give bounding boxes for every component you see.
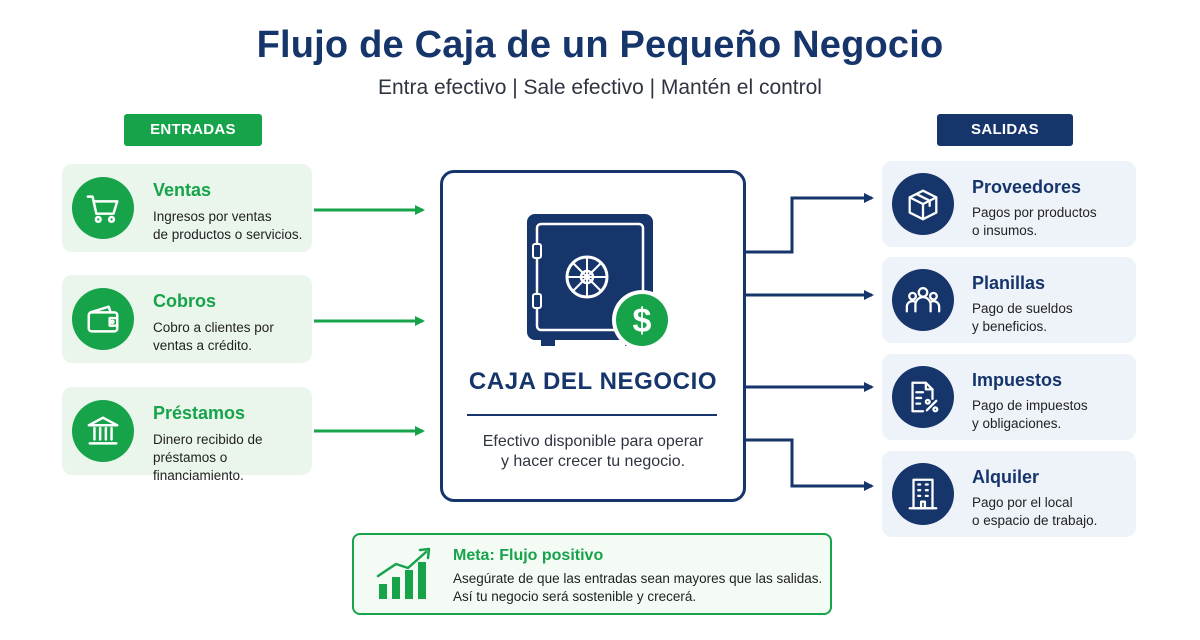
card-desc: Pagos por productos o insumos. bbox=[972, 205, 1097, 238]
arrow-proveedores bbox=[745, 193, 874, 254]
center-desc: Efectivo disponible para operar y hacer … bbox=[482, 433, 704, 470]
card-planillas: Planillas Pago de sueldos y beneficios. bbox=[882, 257, 1136, 343]
wallet-icon bbox=[72, 288, 134, 350]
goal-title: Meta: Flujo positivo bbox=[453, 547, 604, 564]
center-divider bbox=[467, 414, 717, 416]
shopping-cart-icon bbox=[72, 177, 134, 239]
salidas-label: SALIDAS bbox=[937, 114, 1073, 146]
card-prestamos: Préstamos Dinero recibido de préstamos o… bbox=[62, 387, 312, 483]
arrow-alquiler bbox=[745, 438, 874, 491]
card-desc: Pago de impuestos y obligaciones. bbox=[972, 398, 1088, 431]
dollar-icon: $ bbox=[612, 290, 672, 350]
card-proveedores: Proveedores Pagos por productos o insumo… bbox=[882, 161, 1136, 247]
people-icon bbox=[892, 269, 954, 331]
card-ventas: Ventas Ingresos por ventas de productos … bbox=[62, 164, 312, 252]
package-icon bbox=[892, 173, 954, 235]
entradas-label: ENTRADAS bbox=[124, 114, 262, 146]
card-desc: Cobro a clientes por ventas a crédito. bbox=[153, 320, 274, 353]
card-title: Alquiler bbox=[972, 467, 1040, 487]
goal-desc: Asegúrate de que las entradas sean mayor… bbox=[453, 571, 823, 604]
card-title: Planillas bbox=[972, 273, 1046, 293]
card-impuestos: Impuestos Pago de impuestos y obligacion… bbox=[882, 354, 1136, 440]
tax-document-icon bbox=[892, 366, 954, 428]
svg-text:$: $ bbox=[633, 302, 652, 340]
page-title: Flujo de Caja de un Pequeño Negocio bbox=[256, 24, 944, 66]
bank-icon bbox=[72, 400, 134, 462]
page-subtitle: Entra efectivo | Sale efectivo | Mantén … bbox=[378, 76, 822, 99]
building-icon bbox=[892, 463, 954, 525]
card-title: Cobros bbox=[153, 291, 216, 311]
card-cobros: Cobros Cobro a clientes por ventas a cré… bbox=[62, 275, 312, 363]
card-title: Ventas bbox=[153, 180, 212, 200]
card-desc: Ingresos por ventas de productos o servi… bbox=[153, 209, 303, 242]
card-desc: Pago por el local o espacio de trabajo. bbox=[972, 495, 1098, 528]
goal-box bbox=[352, 533, 832, 615]
card-title: Impuestos bbox=[972, 370, 1063, 390]
card-title: Proveedores bbox=[972, 177, 1082, 197]
center-title: CAJA DEL NEGOCIO bbox=[468, 368, 718, 395]
card-title: Préstamos bbox=[153, 403, 246, 423]
card-alquiler: Alquiler Pago por el local o espacio de … bbox=[882, 451, 1136, 537]
card-desc: Pago de sueldos y beneficios. bbox=[972, 301, 1073, 334]
card-desc: Dinero recibido de préstamos o financiam… bbox=[153, 432, 263, 483]
